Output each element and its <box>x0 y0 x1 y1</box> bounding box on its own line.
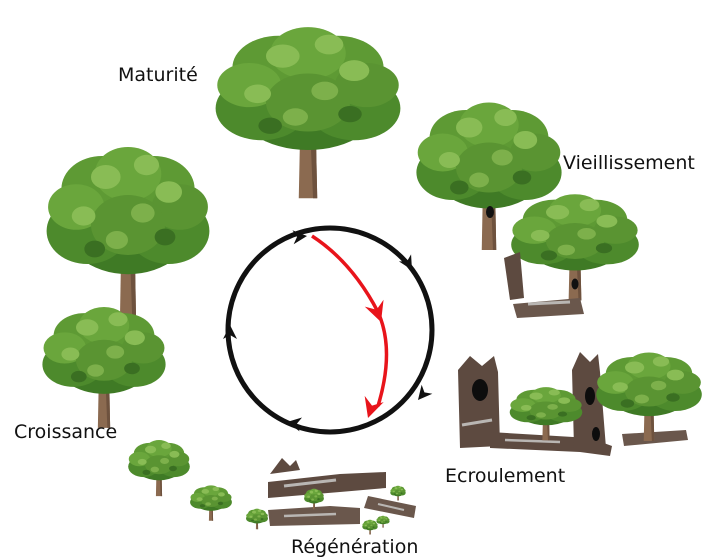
label-maturite: Maturité <box>118 64 198 86</box>
label-vieillissement: Vieillissement <box>563 152 695 174</box>
tree-icon <box>511 194 639 301</box>
cavity <box>486 206 494 218</box>
label-ecroulement: Ecroulement <box>445 465 566 487</box>
tree-icon <box>416 102 562 251</box>
dead-wood-icon <box>504 252 584 318</box>
label-croissance: Croissance <box>14 421 118 443</box>
cycle-ring <box>225 225 435 435</box>
dead-wood-icon <box>458 352 688 456</box>
cavity <box>571 278 579 290</box>
dead-wood-icon <box>268 458 416 526</box>
tree-icon <box>215 27 401 199</box>
tree-icon <box>128 440 190 497</box>
tree-icon <box>46 147 210 325</box>
tree-icon <box>509 387 583 441</box>
tree-icon <box>190 485 232 521</box>
tree-icon <box>42 306 166 428</box>
label-regeneration: Régénération <box>291 536 419 558</box>
tree-icon <box>596 352 702 441</box>
red-shortcut-arrow-icon <box>311 234 389 418</box>
